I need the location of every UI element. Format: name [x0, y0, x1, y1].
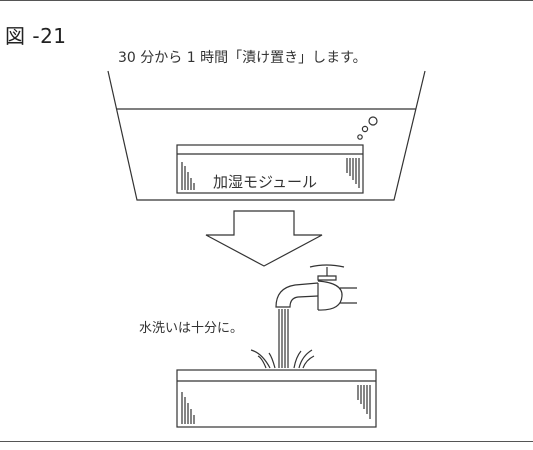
water-stream-icon	[250, 309, 315, 369]
top-rule	[0, 0, 533, 1]
figure-label: 図 -21	[5, 24, 67, 48]
module-label: 加湿モジュール	[213, 173, 317, 191]
soaking-basin	[107, 70, 426, 201]
down-arrow-icon	[205, 210, 323, 267]
bottom-rule	[0, 441, 533, 442]
humidifier-module-soaking	[176, 144, 364, 194]
faucet-icon	[275, 264, 357, 311]
soak-caption: 30 分から 1 時間「漬け置き」します。	[118, 50, 367, 66]
humidifier-module-rinsing	[176, 369, 377, 428]
wash-note: 水洗いは十分に。	[139, 321, 244, 336]
bubbles-icon	[357, 116, 378, 140]
